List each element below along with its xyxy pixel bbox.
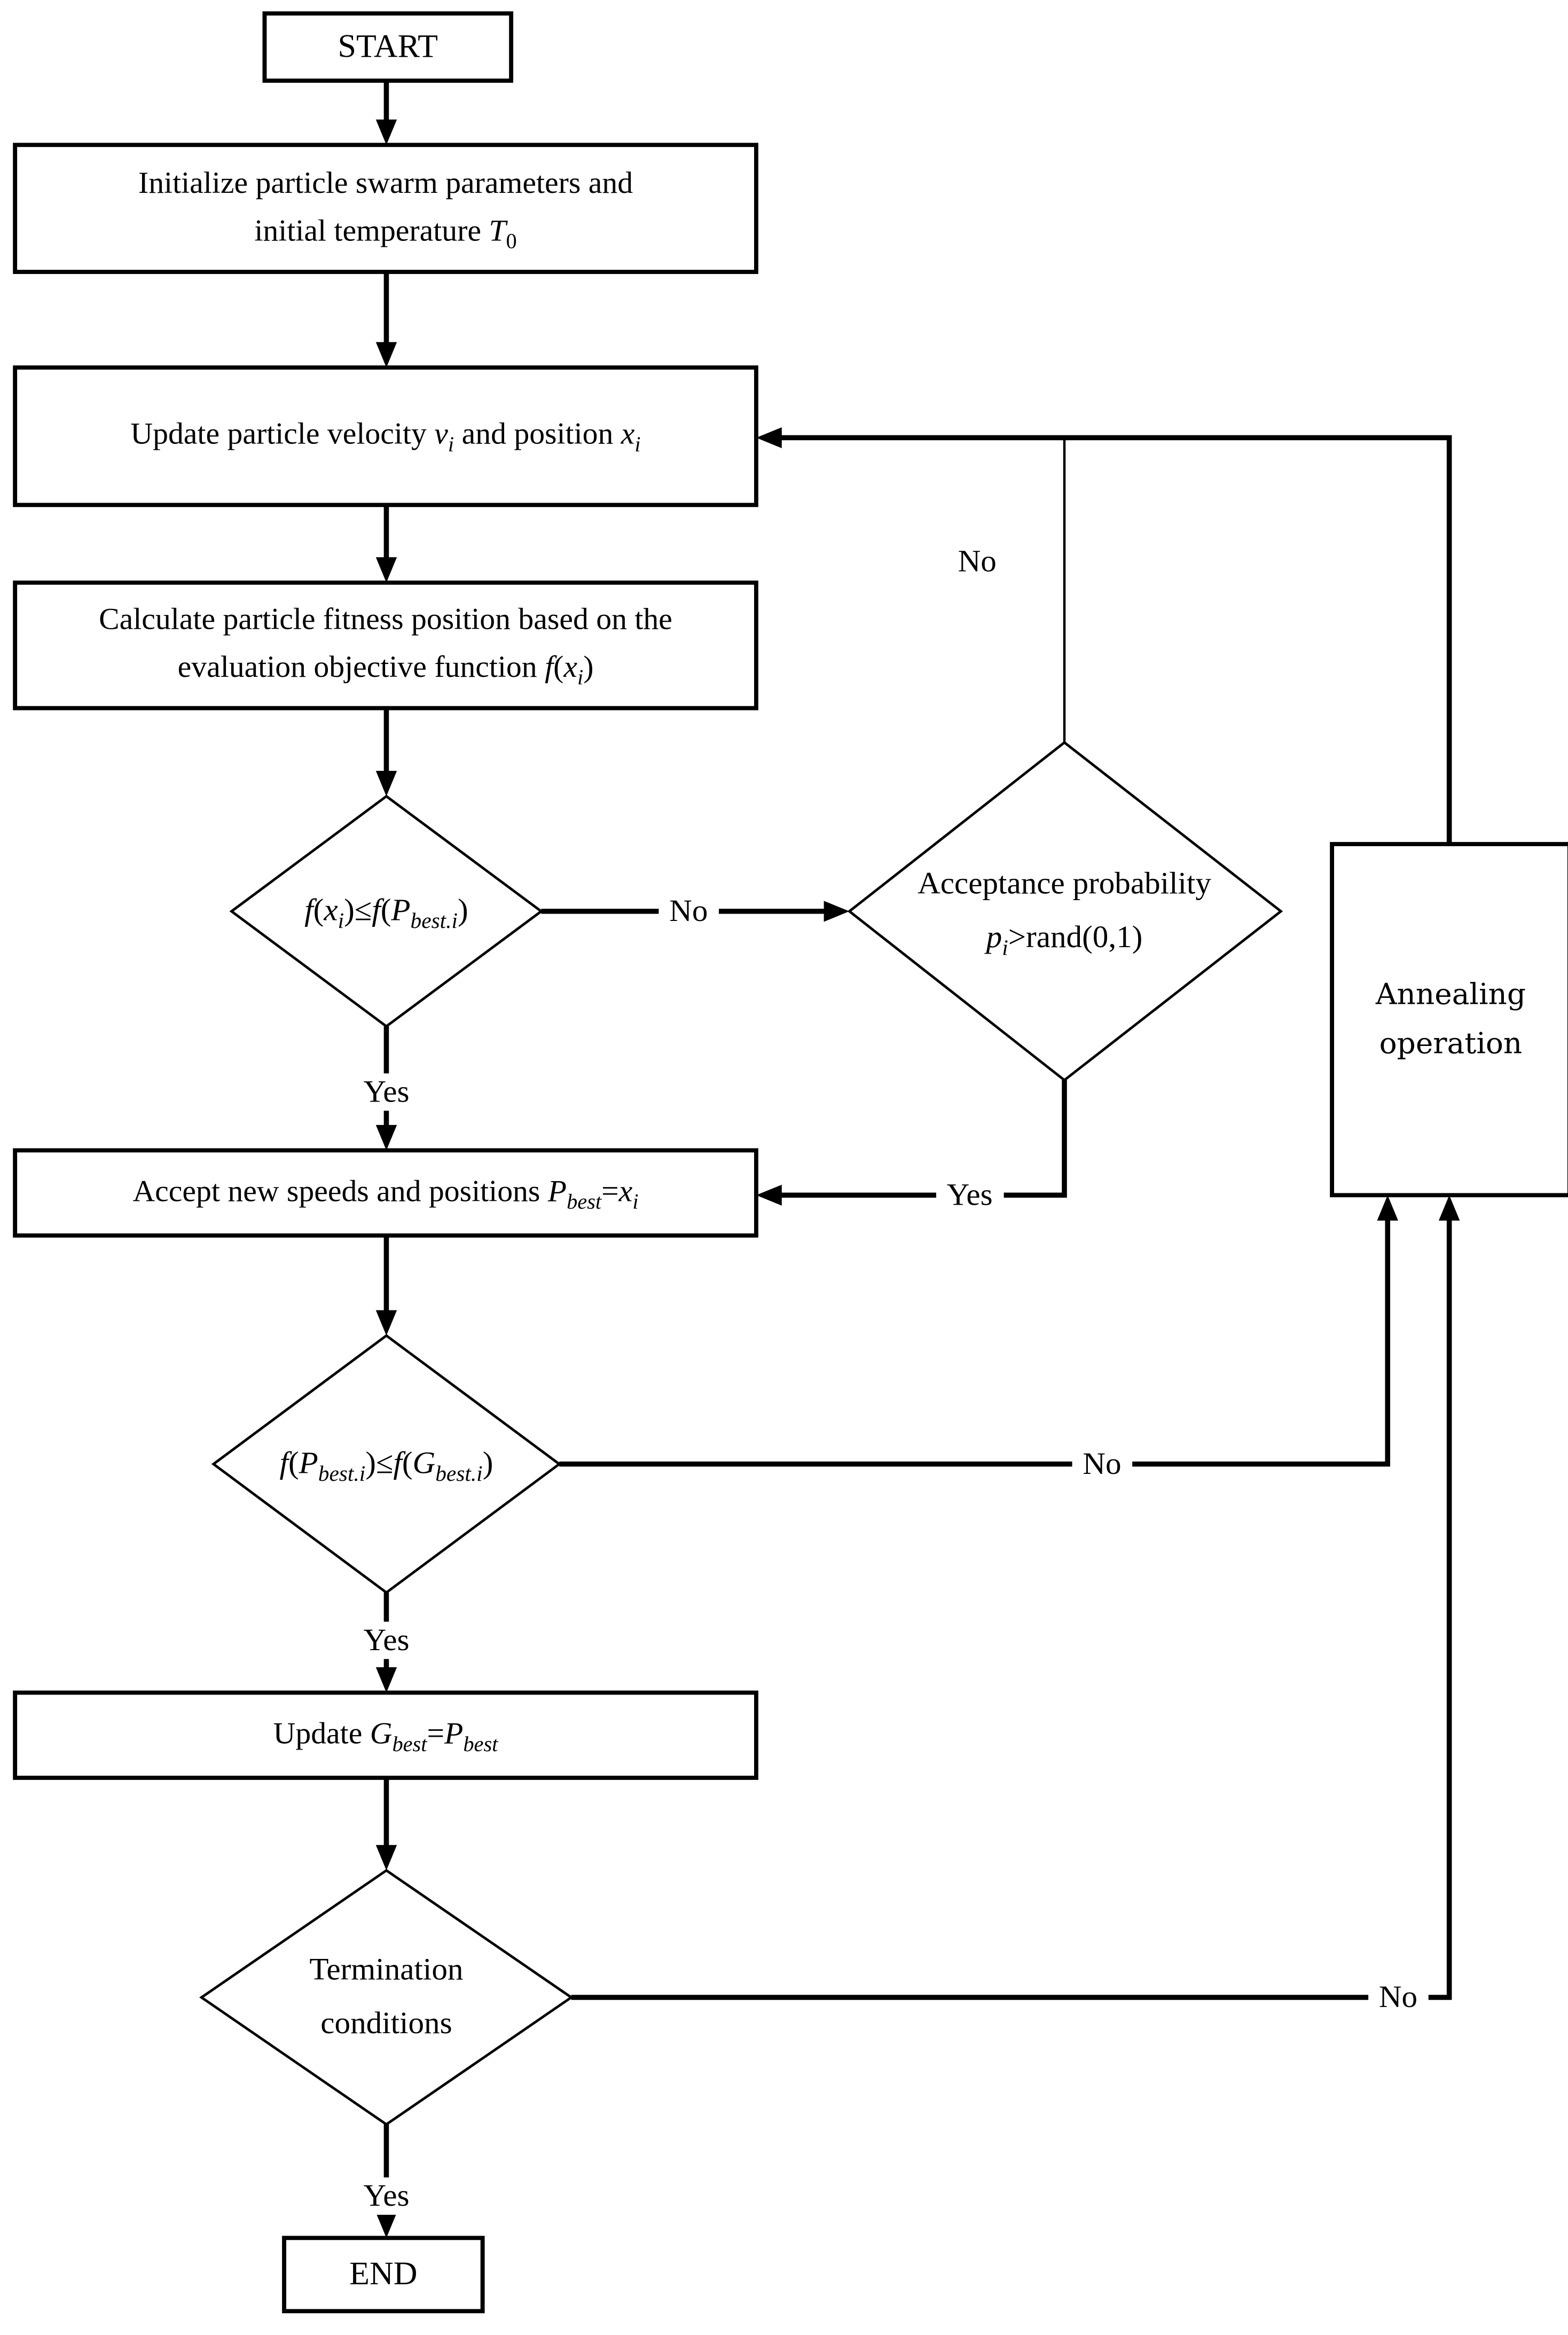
text-line: Initialize particle swarm parameters and xyxy=(138,167,633,200)
arrowhead xyxy=(824,901,850,922)
edge-termination-annealing-no xyxy=(571,1217,1452,2000)
arrowhead xyxy=(756,1184,782,1206)
arrowhead xyxy=(756,427,782,448)
update-velocity-node-label: Update particle velocity vi and position… xyxy=(27,371,744,502)
edge-label-yes-3: Yes xyxy=(352,1621,420,1659)
edge-acceptance-yes xyxy=(779,1080,1067,1198)
arrowhead xyxy=(1438,1195,1460,1221)
arrowhead xyxy=(375,1845,397,1871)
arrowhead xyxy=(375,342,397,368)
edge-label-no-1: No xyxy=(658,892,719,930)
arrowhead xyxy=(375,2212,397,2238)
arrowhead xyxy=(375,771,397,796)
edge-label-yes-2: Yes xyxy=(936,1176,1003,1214)
edge-label-yes-4: Yes xyxy=(352,2177,420,2215)
accept-node-label: Accept new speeds and positions Pbest=xi xyxy=(27,1153,744,1232)
init-node-label: Initialize particle swarm parameters and… xyxy=(27,148,744,269)
edge-label-no-3: No xyxy=(1072,1445,1132,1483)
calc-fitness-node-label: Calculate particle fitness position base… xyxy=(27,585,744,705)
text-line: Acceptance probability xyxy=(918,865,1211,902)
text-line: Termination xyxy=(309,1951,464,1988)
text-line: Update particle velocity vi and position… xyxy=(130,418,641,458)
text-line: Update Gbest=Pbest xyxy=(273,1717,498,1756)
edge-label-no-2: No xyxy=(958,543,997,579)
annealing-node-shape xyxy=(1330,842,1568,1198)
text-line: Calculate particle fitness position base… xyxy=(99,604,672,637)
edge-return-to-update xyxy=(779,435,1452,845)
text-line: conditions xyxy=(320,2005,452,2041)
arrowhead xyxy=(1377,1195,1398,1221)
text-line: pi>rand(0,1) xyxy=(986,918,1143,961)
text-line: initial temperature T0 xyxy=(254,214,517,254)
annealing-node-label: Annealing operation xyxy=(1338,874,1563,1165)
arrowhead xyxy=(375,557,397,583)
end-node-shape xyxy=(282,2236,485,2314)
text-line: f(Pbest.i)≤f(Gbest.i) xyxy=(279,1444,493,1487)
text-line: f(xi)≤f(Pbest.i) xyxy=(304,892,468,934)
text-line: END xyxy=(349,2255,418,2293)
arrowhead xyxy=(375,1667,397,1693)
acceptance-decision-label: Acceptance probability pi>rand(0,1) xyxy=(872,807,1257,1016)
termination-decision-label: Termination conditions xyxy=(225,1920,547,2075)
decision-fxi-label: f(xi)≤f(Pbest.i) xyxy=(195,837,577,986)
update-gbest-node-label: Update Gbest=Pbest xyxy=(27,1696,744,1775)
edge-label-no-4: No xyxy=(1368,1979,1428,2017)
arrowhead xyxy=(375,1124,397,1151)
edge-decision2-annealing-no xyxy=(559,1217,1391,1467)
text-line: Annealing xyxy=(1375,977,1526,1012)
arrowhead xyxy=(375,119,397,145)
edge-label-yes-1: Yes xyxy=(352,1073,420,1111)
text-line: evaluation objective function f(xi) xyxy=(177,651,594,691)
text-line: Accept new speeds and positions Pbest=xi xyxy=(132,1175,639,1214)
start-node-label: START xyxy=(264,13,511,81)
text-line: START xyxy=(338,27,438,65)
arrowhead xyxy=(375,1310,397,1336)
text-line: operation xyxy=(1379,1025,1523,1060)
end-node-label: END xyxy=(284,2238,483,2311)
decision-pbest-label: f(Pbest.i)≤f(Gbest.i) xyxy=(181,1389,592,1539)
